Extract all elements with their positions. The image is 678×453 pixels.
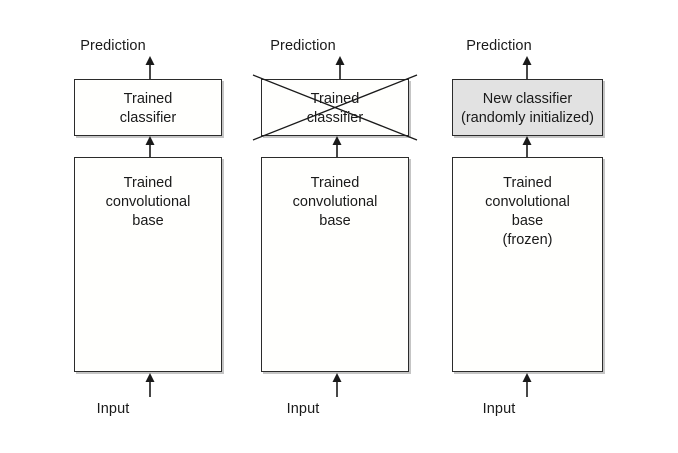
arrow-input-to-base [327,373,347,397]
input-label: Input [96,401,130,417]
column-trained-model: Prediction Trained classifier Trained co… [0,0,226,453]
prediction-label: Prediction [466,38,532,54]
trained-classifier-line-2: classifier [119,110,177,126]
base-line-2: convolutional [105,194,191,210]
arrow-classifier-to-prediction [140,56,160,80]
new-classifier-box: New classifier (randomly initialized) [452,79,603,136]
new-classifier-line-2: (randomly initialized) [461,110,594,126]
base-line-1: Trained [123,175,173,191]
base-line-1: Trained [503,175,552,191]
column-new-classifier: Prediction New classifier (randomly init… [379,0,619,453]
trained-convolutional-base-box: Trained convolutional base [261,157,409,372]
prediction-label: Prediction [80,38,146,54]
input-label: Input [482,401,516,417]
base-line-3: base [319,213,351,229]
base-line-2: convolutional [292,194,378,210]
base-line-3: base [511,213,544,229]
base-line-3: base [132,213,164,229]
frozen-convolutional-base-box: Trained convolutional base (frozen) [452,157,603,372]
arrow-base-to-classifier [327,136,347,158]
arrow-classifier-to-prediction [517,56,537,80]
new-classifier-line-1: New classifier [482,91,573,107]
base-line-1: Trained [310,175,360,191]
trained-classifier-box: Trained classifier [74,79,222,136]
prediction-label: Prediction [270,38,336,54]
arrow-classifier-to-prediction [330,56,350,80]
arrow-base-to-classifier [517,136,537,158]
trained-classifier-line-1: Trained [123,91,173,107]
input-label: Input [286,401,320,417]
arrow-base-to-classifier [140,136,160,158]
arrow-input-to-base [140,373,160,397]
base-line-2: convolutional [485,194,570,210]
base-line-4-frozen: (frozen) [502,232,553,248]
trained-convolutional-base-box: Trained convolutional base [74,157,222,372]
arrow-input-to-base [517,373,537,397]
